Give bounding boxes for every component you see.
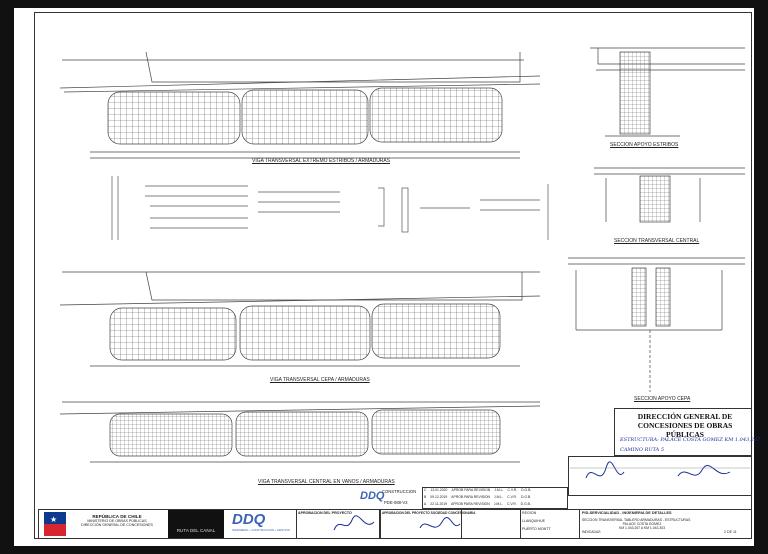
approval-project-box	[296, 509, 380, 539]
authority-title: DIRECCIÓN GENERAL DE CONCESIONES DE OBRA…	[618, 412, 752, 439]
signatures	[570, 461, 750, 479]
approval-concessionaire-box	[380, 509, 462, 539]
revisions-table	[422, 487, 568, 509]
beam-bottom	[59, 401, 541, 463]
caption-section-pier: SECCION APOYO CEPA	[634, 396, 691, 402]
beam-middle	[59, 271, 541, 367]
sheet-number: 2 DE 11	[724, 530, 737, 534]
caption-section-stirrup: SECCION APOYO ESTRIBOS	[610, 142, 679, 148]
provincia-label: LLANQUIHUE	[522, 519, 545, 523]
authority-line1: DIRECCIÓN GENERAL DE	[637, 412, 733, 421]
project-title-block: PID-SERVICIALIDAD - INGENIERIA DE DETALL…	[582, 511, 691, 534]
authority-line2: CONCESIONES DE OBRAS PÚBLICAS	[637, 421, 733, 439]
route-handwritten: CAMINO RUTA 5	[620, 447, 665, 453]
bar-details	[111, 176, 549, 240]
approval-signature-2	[419, 517, 461, 529]
contract-handwritten: ESTRUCTURA: PALACE COSTA GOMEZ KM 1.043,…	[620, 437, 761, 443]
authority-box	[614, 408, 752, 456]
gov-logo-red-band	[44, 524, 66, 536]
gov-text: REPÚBLICA DE CHILE MINISTERIO DE OBRAS P…	[81, 514, 153, 527]
caption-middle-beam: VIGA TRANSVERSAL CEPA / ARMADURAS	[270, 377, 370, 383]
region-label: REGION	[522, 511, 537, 515]
star-icon: ★	[50, 515, 58, 524]
gov-logo: ★	[44, 512, 66, 536]
section-details	[568, 47, 745, 392]
ruta-del-canal-logo: RUTA DEL CANAL	[168, 510, 224, 538]
caption-bottom-beam: VIGA TRANSVERSAL CENTRAL EN VANOS / ARMA…	[258, 479, 395, 485]
ddq-logo-small: DDQ	[360, 490, 385, 502]
caption-top-beam: VIGA TRANSVERSAL EXTREMO ESTRIBOS / ARMA…	[252, 158, 391, 164]
code-label: PDE-088-V3	[384, 500, 408, 505]
beam-top	[59, 51, 541, 159]
location-box	[520, 509, 580, 539]
ddq-logo: DDQ INGENIERIA + CONSTRUCCION + GESTION	[232, 511, 290, 533]
approval-signature-1	[333, 515, 375, 531]
comuna-label: PUERTO MONTT	[522, 527, 551, 531]
approval-header-2: APROBACION DEL PROYECTO SOCIEDAD CONCESI…	[382, 511, 476, 515]
construction-label: CONSTRUCCION	[382, 489, 417, 494]
approval-header: APROBACION DEL PROYECTO	[298, 511, 352, 515]
caption-section-central: SECCION TRANSVERSAL CENTRAL	[614, 238, 700, 244]
